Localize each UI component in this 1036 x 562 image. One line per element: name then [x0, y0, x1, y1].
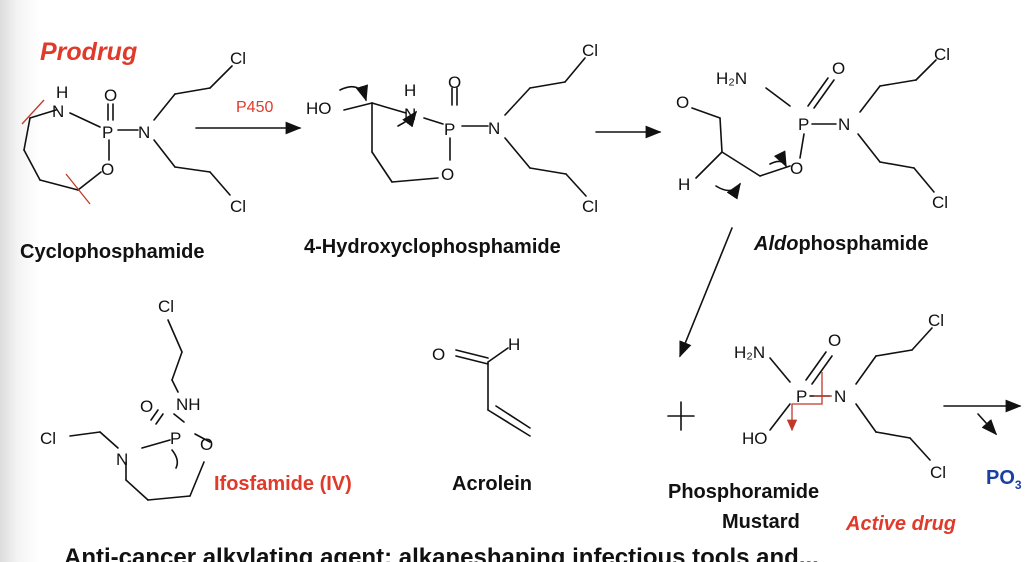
atom-o: O [441, 165, 454, 184]
prodrug-label: Prodrug [40, 38, 138, 66]
atom-cl: Cl [40, 429, 56, 448]
atom-h2n: H₂N [734, 343, 765, 362]
atom-cl: Cl [582, 41, 598, 60]
atom-n: N [838, 115, 850, 134]
aldo-suffix: phosphamide [798, 233, 929, 255]
atom-cl: Cl [932, 193, 948, 212]
ifosfamide-structure: Cl NH O P O N Cl [40, 297, 213, 501]
atom-cl: Cl [158, 297, 174, 316]
atom-cl: Cl [928, 311, 944, 330]
aldophosphamide-label: Aldophosphamide [754, 234, 928, 254]
atom-o: O [448, 73, 461, 92]
mustard-label: Mustard [722, 511, 800, 533]
atom-cl: Cl [934, 45, 950, 64]
atom-o: O [101, 160, 114, 179]
atom-n: N [404, 105, 416, 124]
atom-o: O [432, 345, 445, 364]
atom-p: P [170, 429, 181, 448]
cyclophosphamide-structure: H N O P N O Cl Cl [21, 49, 246, 216]
atom-p: P [796, 387, 807, 406]
atom-cl: Cl [230, 49, 246, 68]
po3-text: PO [986, 467, 1015, 489]
po3-label: PO3 [986, 468, 1022, 491]
atom-h: H [56, 83, 68, 102]
atom-h: H [678, 175, 690, 194]
atom-o: O [140, 397, 153, 416]
atom-h: H [404, 81, 416, 100]
atom-n: N [52, 102, 64, 121]
acrolein-structure: O H [432, 335, 531, 437]
atom-h: H [508, 335, 520, 354]
atom-p: P [444, 120, 455, 139]
acrolein-label: Acrolein [452, 473, 533, 495]
atom-n: N [116, 450, 128, 469]
atom-ho: HO [742, 429, 768, 448]
atom-cl: Cl [230, 197, 246, 216]
atom-o: O [104, 86, 117, 105]
cyclophosphamide-label: Cyclophosphamide [20, 241, 205, 263]
phosphoramide-mustard-structure: H₂N O P N HO Cl Cl [734, 311, 946, 482]
atom-o: O [828, 331, 841, 350]
atom-p: P [798, 115, 809, 134]
atom-n: N [488, 119, 500, 138]
p450-label: P450 [236, 99, 274, 116]
atom-o: O [832, 59, 845, 78]
po3-subscript: 3 [1014, 478, 1022, 492]
arrow-to-products [679, 227, 733, 358]
atom-p: P [102, 123, 113, 142]
atom-o: O [790, 159, 803, 178]
atom-cl: Cl [930, 463, 946, 482]
ifosfamide-label: Ifosfamide (IV) [214, 473, 352, 495]
aldophosphamide-structure: O H H₂N O P N O Cl Cl [676, 45, 950, 212]
atom-h2n: H₂N [716, 69, 747, 88]
active-drug-label: Active drug [846, 513, 957, 535]
atom-cl: Cl [582, 197, 598, 216]
phosphoramide-label: Phosphoramide [668, 481, 820, 503]
atom-o: O [200, 435, 213, 454]
hydroxycyclophosphamide-structure: HO H N O P N O Cl Cl [306, 41, 598, 216]
atom-n: N [138, 123, 150, 142]
atom-ho: HO [306, 99, 332, 118]
hydroxycyclophosphamide-label: 4-Hydroxyclophosphamide [304, 236, 561, 258]
atom-n: N [834, 387, 846, 406]
atom-o: O [676, 93, 689, 112]
arrow-small [977, 413, 998, 436]
atom-nh: NH [176, 395, 201, 414]
bottom-cut-text: Anti-cancer alkylating agent: alkaneshap… [64, 544, 819, 562]
aldo-prefix: Aldo [754, 233, 799, 255]
